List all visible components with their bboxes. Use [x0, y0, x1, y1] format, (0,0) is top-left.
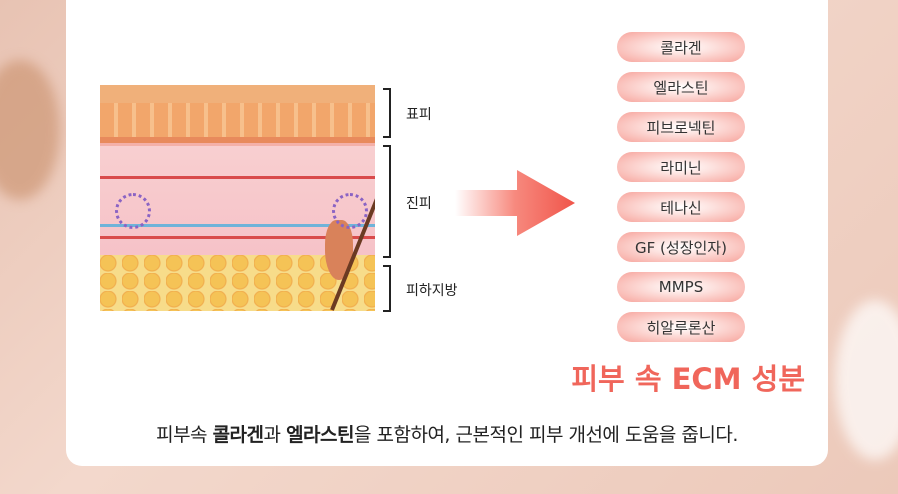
dermis-bracket	[383, 145, 391, 258]
caption-text: 과	[263, 424, 287, 446]
caption-text: 피부속	[156, 424, 213, 446]
blood-vessel	[100, 224, 375, 227]
ecm-item-pill: 콜라겐	[617, 32, 745, 62]
ecm-item-pill: 엘라스틴	[617, 72, 745, 102]
arrow-right-icon	[455, 170, 575, 236]
ecm-item-pill: 피브로넥틴	[617, 112, 745, 142]
caption-text: 을 포함하여, 근본적인 피부 개선에 도움을 줍니다.	[353, 424, 738, 446]
blood-vessel	[100, 236, 375, 239]
skin-diagram	[100, 85, 375, 311]
caption: 피부속 콜라겐과 엘라스틴을 포함하여, 근본적인 피부 개선에 도움을 줍니다…	[66, 420, 828, 447]
ecm-item-pill: 테나신	[617, 192, 745, 222]
sweat-gland	[332, 193, 368, 229]
caption-bold-elastin: 엘라스틴	[286, 424, 354, 446]
sweat-gland	[115, 193, 151, 229]
ecm-item-pill: GF (성장인자)	[617, 232, 745, 262]
caption-bold-collagen: 콜라겐	[212, 424, 264, 446]
background-decoration	[835, 300, 898, 460]
blood-vessel	[100, 176, 375, 179]
subcutaneous-bracket	[383, 265, 391, 312]
epidermis-bracket	[383, 88, 391, 138]
ecm-title: 피부 속 ECM 성분	[571, 362, 805, 396]
background-decoration	[0, 60, 60, 200]
layer-label-dermis: 진피	[406, 196, 432, 212]
layer-label-epidermis: 표피	[406, 107, 432, 123]
ecm-item-pill: MMPS	[617, 272, 745, 302]
ecm-item-pill: 라미닌	[617, 152, 745, 182]
layer-label-subcutaneous: 피하지방	[406, 283, 458, 299]
ecm-item-pill: 히알루론산	[617, 312, 745, 342]
epidermis-layer	[100, 85, 375, 143]
